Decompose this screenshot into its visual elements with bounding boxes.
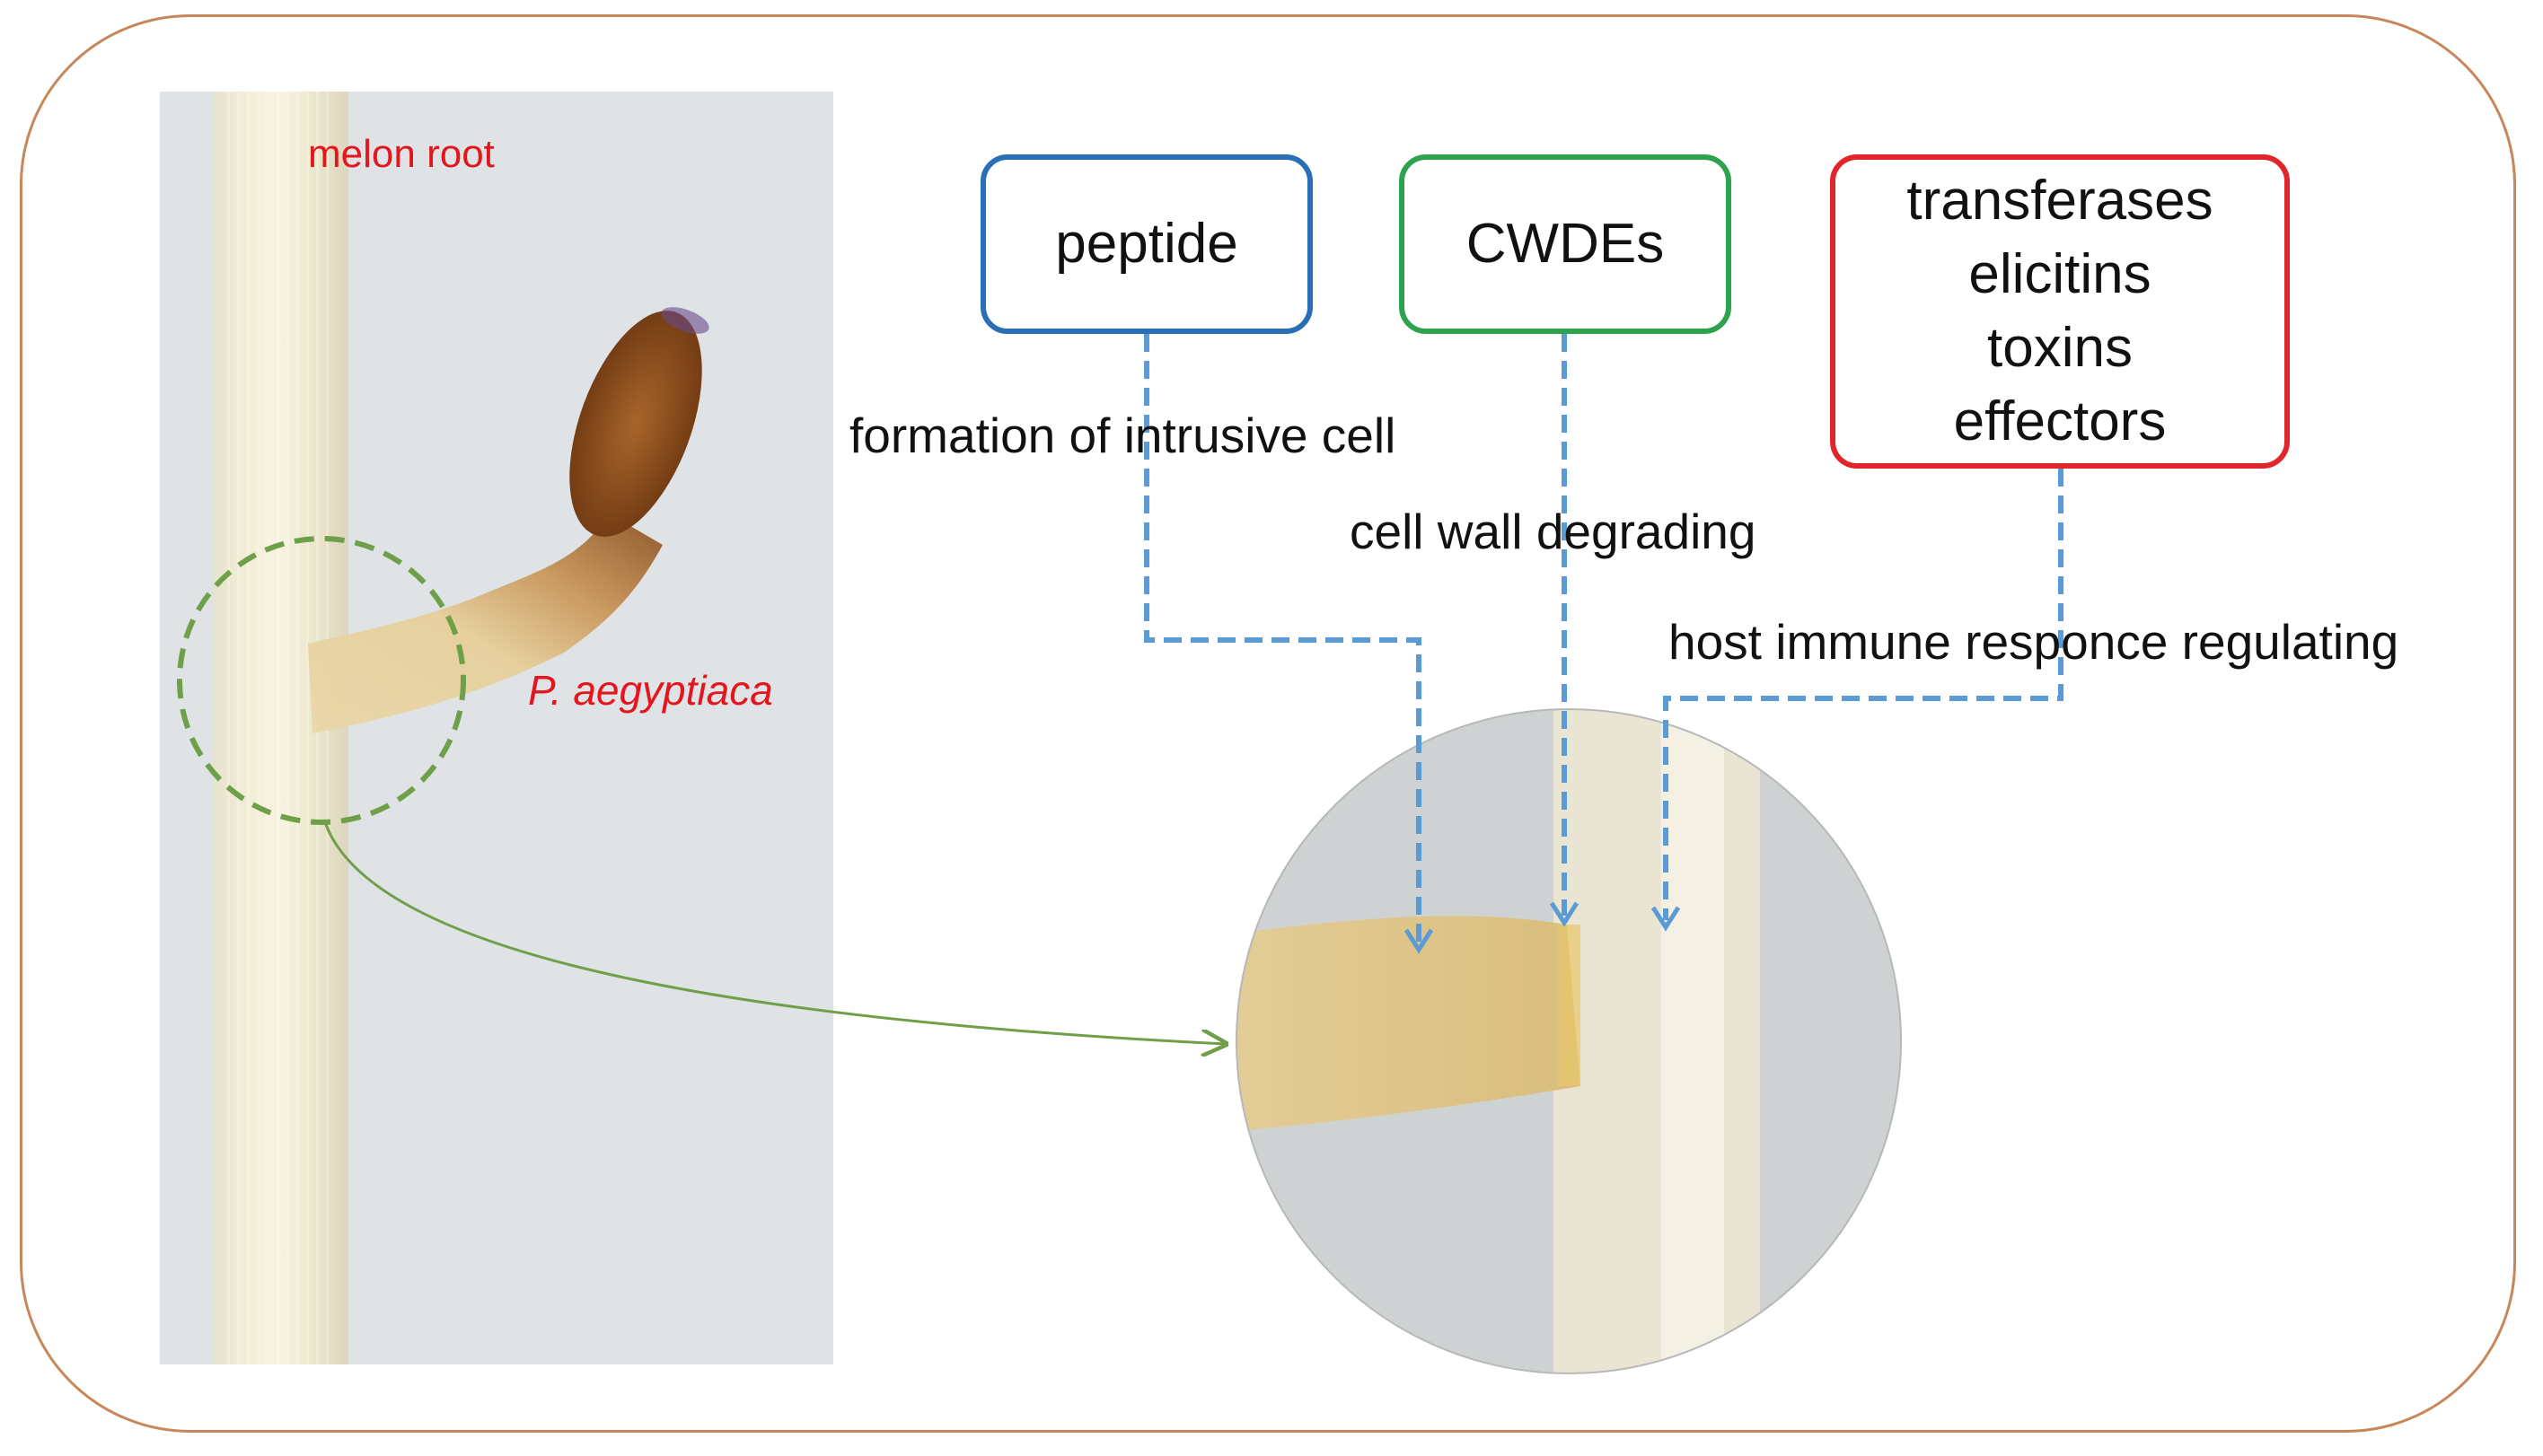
zoom-circle — [1236, 709, 1901, 1373]
factor-toxins: toxins — [1987, 317, 2133, 379]
immune-regulation-annotation: host immune responce regulating — [1668, 614, 2399, 670]
haustorium-drawing — [308, 307, 709, 733]
melon-root-label: melon root — [308, 132, 495, 176]
cell-wall-annotation: cell wall degrading — [1350, 504, 1756, 559]
intrusive-cell-annotation: formation of intrusive cell — [849, 408, 1396, 463]
root-photograph: melon root P. aegyptiaca — [160, 92, 833, 1364]
zoom-connector-arrow — [323, 821, 1226, 1044]
factor-effectors: effectors — [1953, 390, 2167, 452]
factors-arrow — [1663, 469, 2063, 920]
factor-transferases: transferases — [1906, 170, 2213, 232]
peptide-arrow — [1144, 334, 1421, 943]
parasite-label: P. aegyptiaca — [528, 667, 773, 714]
rounded-frame — [20, 14, 2516, 1433]
parasite-tubercle — [569, 311, 702, 537]
peptide-box: peptide — [981, 154, 1313, 334]
peptide-box-label: peptide — [1055, 213, 1238, 276]
highlight-circle — [177, 536, 466, 825]
virulence-factors-box: transferases elicitins toxins effectors — [1830, 154, 2290, 469]
cwdes-box-label: CWDEs — [1465, 213, 1665, 276]
parasite-stem — [308, 513, 663, 733]
factor-elicitins: elicitins — [1968, 243, 2151, 306]
cwdes-box: CWDEs — [1399, 154, 1731, 334]
